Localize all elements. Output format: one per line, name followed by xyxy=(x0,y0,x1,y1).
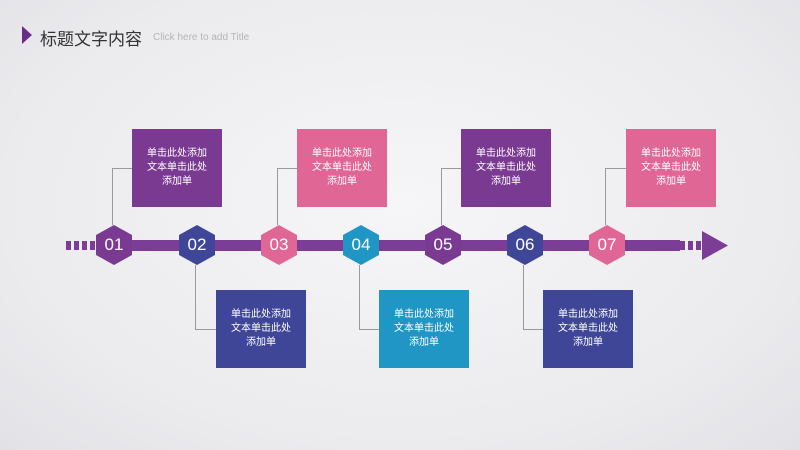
step-2-connector-horizontal xyxy=(195,329,216,330)
arrow-head-dash xyxy=(680,241,685,250)
step-7-textbox[interactable]: 单击此处添加文本单击此处添加单 xyxy=(626,129,716,207)
arrow-tail-dash xyxy=(90,241,95,250)
step-7-text: 单击此处添加文本单击此处添加单 xyxy=(641,148,701,187)
step-7-connector-horizontal xyxy=(605,168,626,169)
arrow-head-dash xyxy=(696,241,701,250)
step-7-connector-vertical xyxy=(605,168,606,225)
step-2-text: 单击此处添加文本单击此处添加单 xyxy=(231,309,291,348)
arrow-head-dash xyxy=(688,241,693,250)
step-1-connector-vertical xyxy=(112,168,113,225)
step-3-connector-vertical xyxy=(277,168,278,225)
step-4-text: 单击此处添加文本单击此处添加单 xyxy=(394,309,454,348)
step-6-connector-horizontal xyxy=(523,329,543,330)
arrow-tail-dash xyxy=(66,241,71,250)
step-4-connector-horizontal xyxy=(359,329,379,330)
arrow-tail-dash xyxy=(82,241,87,250)
title-marker xyxy=(22,26,32,44)
step-6-textbox[interactable]: 单击此处添加文本单击此处添加单 xyxy=(543,290,633,368)
arrow-head xyxy=(702,231,728,260)
step-1-text: 单击此处添加文本单击此处添加单 xyxy=(147,148,207,187)
step-4-textbox[interactable]: 单击此处添加文本单击此处添加单 xyxy=(379,290,469,368)
step-4-connector-vertical xyxy=(359,265,360,329)
step-2-textbox[interactable]: 单击此处添加文本单击此处添加单 xyxy=(216,290,306,368)
page-subtitle[interactable]: Click here to add Title xyxy=(153,32,250,43)
step-5-text: 单击此处添加文本单击此处添加单 xyxy=(476,148,536,187)
arrow-tail-dash xyxy=(74,241,79,250)
page-title[interactable]: 标题文字内容 xyxy=(40,30,142,50)
step-1-textbox[interactable]: 单击此处添加文本单击此处添加单 xyxy=(132,129,222,207)
step-1-connector-horizontal xyxy=(112,168,132,169)
step-3-text: 单击此处添加文本单击此处添加单 xyxy=(312,148,372,187)
step-5-connector-horizontal xyxy=(441,168,461,169)
step-6-text: 单击此处添加文本单击此处添加单 xyxy=(558,309,618,348)
step-5-connector-vertical xyxy=(441,168,442,225)
arrow-head-dashes xyxy=(680,241,701,250)
step-3-textbox[interactable]: 单击此处添加文本单击此处添加单 xyxy=(297,129,387,207)
step-3-connector-horizontal xyxy=(277,168,297,169)
step-5-textbox[interactable]: 单击此处添加文本单击此处添加单 xyxy=(461,129,551,207)
arrow-shaft xyxy=(96,240,680,251)
step-6-connector-vertical xyxy=(523,265,524,329)
arrow-tail-dashes xyxy=(66,241,95,250)
step-2-connector-vertical xyxy=(195,265,196,329)
